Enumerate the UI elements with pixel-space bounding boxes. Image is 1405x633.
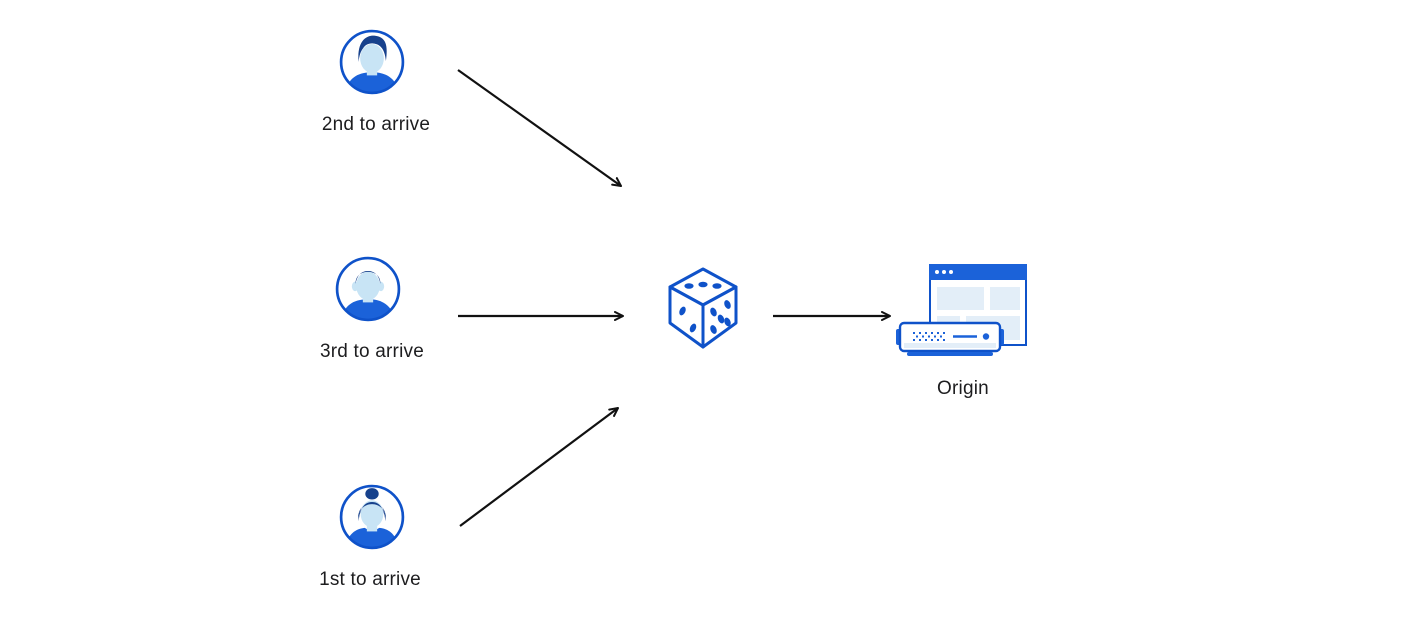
origin-server-browser-icon (896, 264, 1027, 356)
female-avatar-bun-icon (339, 484, 405, 550)
user-3rd-label: 3rd to arrive (320, 341, 424, 362)
arrow-user2nd-to-dice (457, 69, 622, 187)
origin-label: Origin (937, 378, 989, 399)
user-2nd-label: 2nd to arrive (321, 114, 431, 135)
male-avatar-short-hair-icon (335, 256, 401, 322)
dice-icon (668, 267, 738, 349)
user-1st-label: 1st to arrive (319, 569, 421, 590)
arrow-user1st-to-dice (459, 407, 619, 527)
male-avatar-swoop-hair-icon (339, 29, 405, 95)
